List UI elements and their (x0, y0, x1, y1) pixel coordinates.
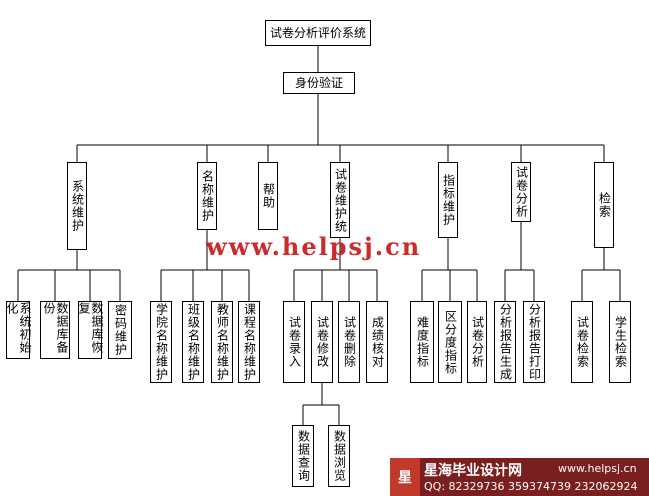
modify-child-0: 数据查询 (292, 425, 314, 487)
footer-qq: QQ: 82329736 359374739 232062924 (424, 480, 638, 493)
module-0-child-0-label: 系统初始化 (5, 302, 32, 354)
module-0-child-1: 数据库备份 (40, 301, 70, 359)
module-2: 帮助 (258, 162, 278, 230)
root-node-label: 试卷分析评价系统 (269, 25, 366, 40)
module-1-child-2: 教师名称维护 (211, 301, 233, 383)
module-1: 名称维护 (197, 162, 217, 230)
module-1-child-1-label: 班级名称维护 (186, 303, 201, 381)
module-5: 试卷分析 (511, 162, 531, 222)
module-0-child-3-label: 密码维护 (113, 304, 128, 356)
module-4-child-2-label: 试卷分析 (470, 316, 485, 368)
module-3-child-1: 试卷修改 (311, 301, 333, 383)
module-0-child-2-label: 数据库恢复 (77, 302, 104, 354)
module-0-label: 系统维护 (70, 180, 85, 232)
module-5-child-1: 分析报告打印 (523, 301, 545, 383)
module-6-child-1: 学生检索 (609, 301, 631, 383)
auth-node: 身份验证 (283, 72, 355, 94)
footer-banner: 星 星海毕业设计网 www.helpsj.cn QQ: 82329736 359… (390, 458, 649, 496)
module-3-child-2-label: 试卷删除 (342, 316, 357, 368)
root-node: 试卷分析评价系统 (265, 20, 371, 46)
module-1-child-3: 课程名称维护 (238, 301, 260, 383)
module-5-child-0: 分析报告生成 (494, 301, 516, 383)
module-5-label: 试卷分析 (514, 166, 529, 218)
module-4-label: 指标维护 (441, 174, 456, 226)
module-4-child-2: 试卷分析 (467, 301, 487, 383)
module-3-child-1-label: 试卷修改 (315, 316, 330, 368)
module-0-child-1-label: 数据库备份 (42, 302, 69, 354)
module-6-child-0-label: 试卷检索 (575, 316, 590, 368)
footer-url: www.helpsj.cn (558, 462, 637, 475)
module-6-child-1-label: 学生检索 (613, 316, 628, 368)
module-3-child-0: 试卷录入 (283, 301, 305, 383)
module-5-child-1-label: 分析报告打印 (527, 303, 542, 381)
module-3-child-2: 试卷删除 (338, 301, 360, 383)
modify-child-1-label: 数据浏览 (332, 430, 347, 482)
module-1-child-0: 学院名称维护 (150, 301, 172, 383)
module-4-child-1-label: 区分度指标 (443, 309, 458, 375)
module-3-child-3: 成绩核对 (366, 301, 388, 383)
module-4: 指标维护 (438, 162, 458, 238)
module-6: 检索 (594, 162, 614, 248)
module-0-child-3: 密码维护 (108, 301, 132, 359)
module-6-child-0: 试卷检索 (571, 301, 593, 383)
module-3-child-0-label: 试卷录入 (287, 316, 302, 368)
module-0-child-2: 数据库恢复 (77, 301, 104, 359)
module-3: 试卷维护统 (330, 162, 350, 238)
module-3-label: 试卷维护统 (333, 167, 348, 233)
module-1-child-0-label: 学院名称维护 (154, 303, 169, 381)
module-2-label: 帮助 (261, 183, 276, 209)
module-3-child-3-label: 成绩核对 (370, 316, 385, 368)
modify-child-0-label: 数据查询 (296, 430, 311, 482)
module-1-child-2-label: 教师名称维护 (215, 303, 230, 381)
module-5-child-0-label: 分析报告生成 (498, 303, 513, 381)
module-0-child-0: 系统初始化 (5, 301, 32, 359)
module-4-child-1: 区分度指标 (438, 301, 462, 383)
auth-node-label: 身份验证 (294, 75, 343, 90)
module-0: 系统维护 (67, 162, 87, 250)
modify-child-1: 数据浏览 (328, 425, 350, 487)
module-1-label: 名称维护 (200, 170, 215, 222)
module-1-child-3-label: 课程名称维护 (242, 303, 257, 381)
module-6-label: 检索 (597, 192, 612, 218)
module-1-child-1: 班级名称维护 (182, 301, 204, 383)
watermark-text: www.helpsj.cn (206, 232, 422, 261)
module-4-child-0: 难度指标 (410, 301, 434, 383)
footer-site-name: 星海毕业设计网 (424, 463, 522, 479)
module-4-child-0-label: 难度指标 (415, 316, 430, 368)
footer-logo: 星 (390, 458, 420, 496)
